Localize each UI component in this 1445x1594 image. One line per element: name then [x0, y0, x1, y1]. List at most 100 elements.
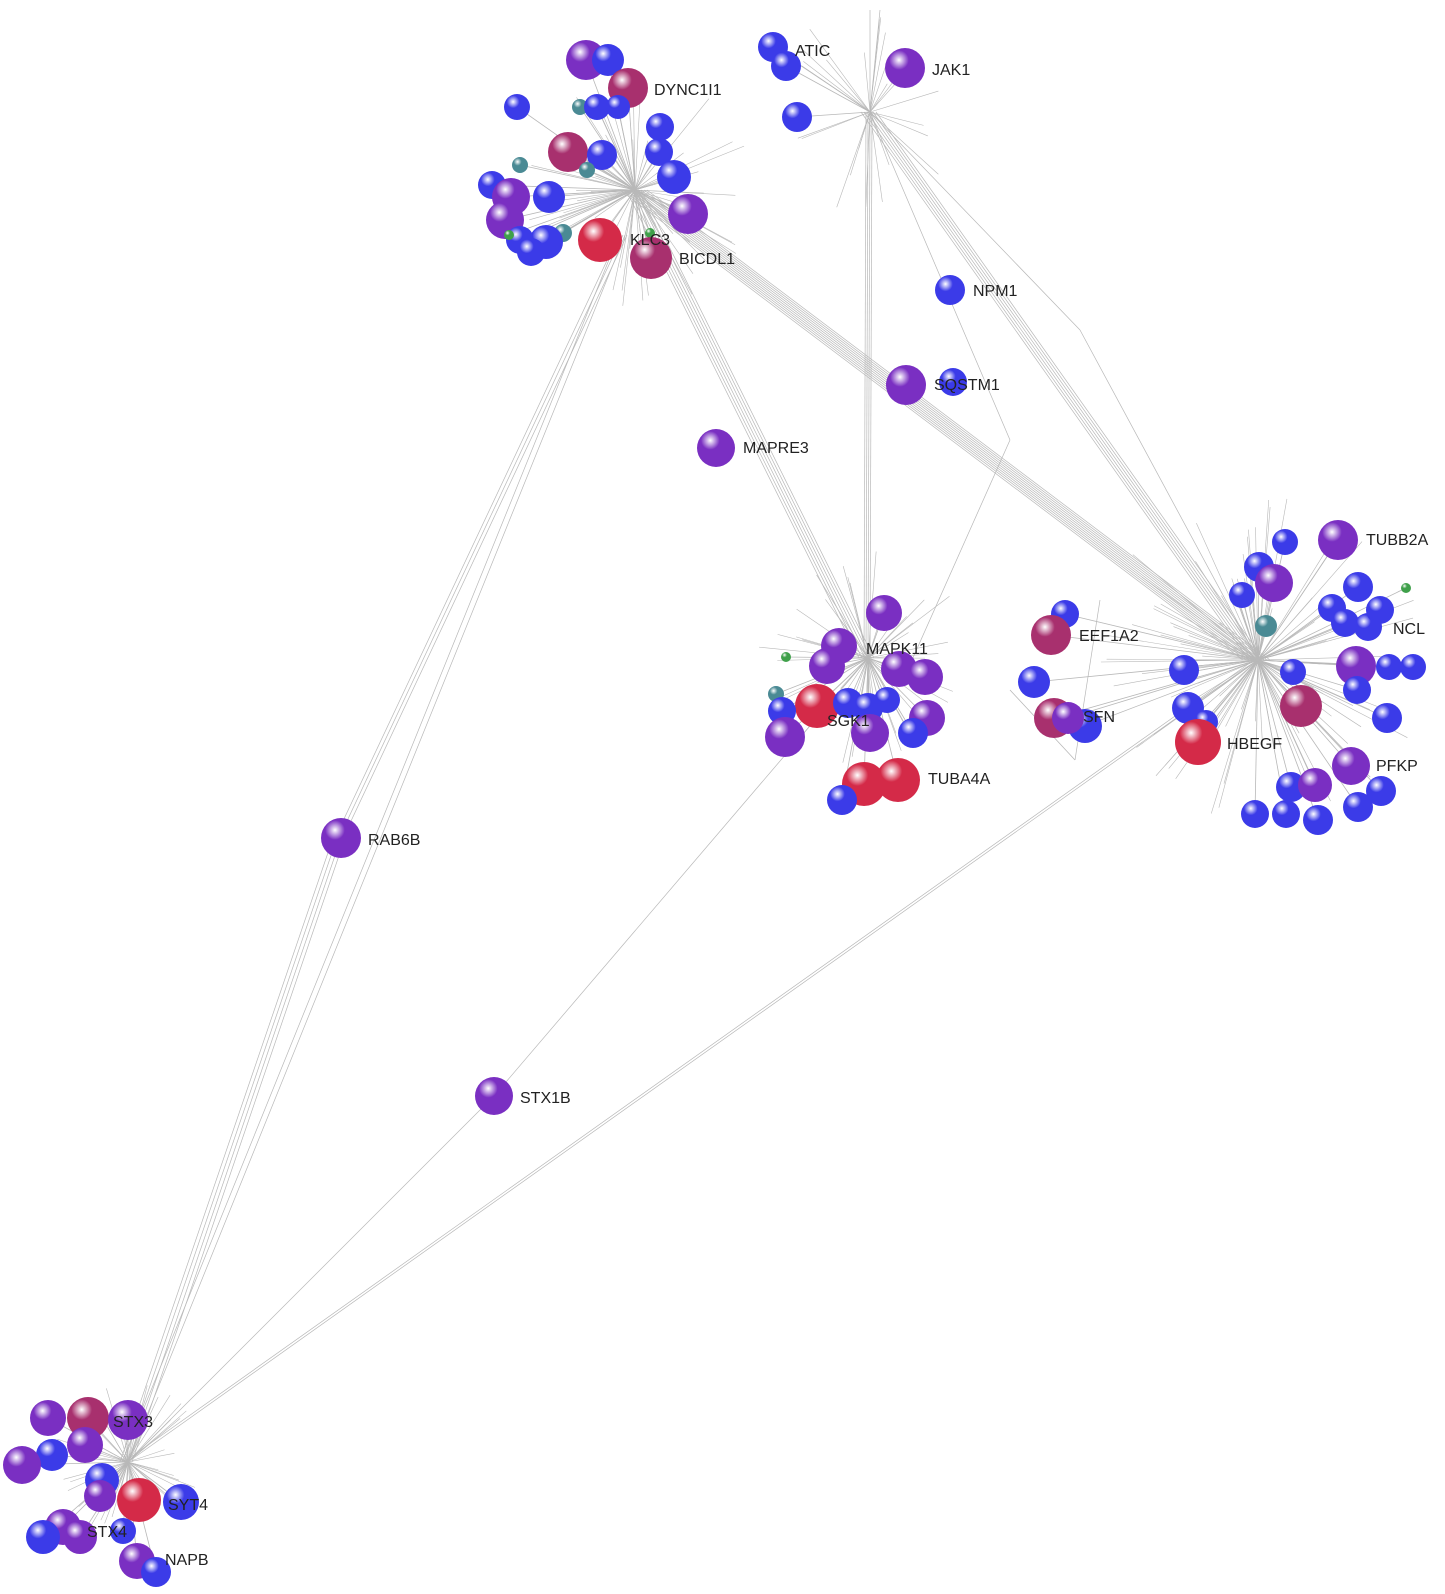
- protein-node[interactable]: [1169, 655, 1199, 685]
- protein-node[interactable]: [765, 717, 805, 757]
- protein-node[interactable]: [782, 102, 812, 132]
- protein-node[interactable]: [1255, 615, 1277, 637]
- spoke-edge: [1257, 659, 1358, 691]
- protein-node[interactable]: [504, 94, 530, 120]
- protein-node[interactable]: [517, 238, 545, 266]
- protein-node[interactable]: [1343, 792, 1373, 822]
- label-mapre3: MAPRE3: [743, 440, 809, 457]
- node-sqstm1[interactable]: [886, 365, 926, 405]
- protein-node[interactable]: [3, 1446, 41, 1484]
- node-mapre3[interactable]: [697, 429, 735, 467]
- label-napb: NAPB: [165, 1552, 209, 1569]
- node-eef1a2[interactable]: [1031, 615, 1071, 655]
- protein-node[interactable]: [781, 652, 791, 662]
- link-edge: [631, 189, 1256, 661]
- protein-node[interactable]: [1229, 582, 1255, 608]
- link-edge: [867, 111, 871, 659]
- node-stx4[interactable]: [110, 1518, 136, 1544]
- node-jak1[interactable]: [885, 48, 925, 88]
- node-stx3[interactable]: [108, 1400, 148, 1440]
- protein-node[interactable]: [1272, 800, 1300, 828]
- protein-node[interactable]: [579, 162, 595, 178]
- protein-node[interactable]: [84, 1480, 116, 1512]
- protein-node[interactable]: [67, 1427, 103, 1463]
- protein-node[interactable]: [771, 51, 801, 81]
- protein-node[interactable]: [645, 138, 673, 166]
- node-stx1b[interactable]: [475, 1077, 513, 1115]
- protein-node[interactable]: [645, 228, 655, 238]
- fan-edge: [1225, 659, 1259, 727]
- protein-node[interactable]: [874, 687, 900, 713]
- protein-node[interactable]: [939, 368, 967, 396]
- protein-node[interactable]: [1255, 564, 1293, 602]
- protein-node[interactable]: [117, 1478, 161, 1522]
- protein-node[interactable]: [1331, 609, 1359, 637]
- protein-node[interactable]: [1303, 805, 1333, 835]
- label-sqstm1: SQSTM1: [934, 377, 1000, 394]
- protein-node[interactable]: [504, 230, 514, 240]
- protein-node[interactable]: [606, 95, 630, 119]
- protein-node[interactable]: [827, 785, 857, 815]
- protein-node[interactable]: [67, 1397, 109, 1439]
- protein-node[interactable]: [1241, 800, 1269, 828]
- label-atic: ATIC: [795, 43, 830, 60]
- node-napb[interactable]: [141, 1557, 171, 1587]
- node-bicdl1[interactable]: [630, 237, 672, 279]
- fan-edge: [803, 61, 871, 113]
- protein-node[interactable]: [30, 1400, 66, 1436]
- node-pfkp[interactable]: [1332, 747, 1370, 785]
- protein-node[interactable]: [668, 194, 708, 234]
- label-jak1: JAK1: [932, 62, 970, 79]
- protein-node[interactable]: [1280, 685, 1322, 727]
- protein-node[interactable]: [898, 718, 928, 748]
- protein-node[interactable]: [592, 44, 624, 76]
- fan-edge: [1257, 597, 1313, 661]
- protein-node[interactable]: [587, 140, 617, 170]
- node-rab6b[interactable]: [321, 818, 361, 858]
- protein-node[interactable]: [1366, 776, 1396, 806]
- protein-node[interactable]: [1400, 654, 1426, 680]
- protein-node[interactable]: [1343, 572, 1373, 602]
- node-npm1[interactable]: [935, 275, 965, 305]
- protein-node[interactable]: [1366, 596, 1394, 624]
- node-tuba4a[interactable]: [876, 758, 920, 802]
- protein-node[interactable]: [36, 1439, 68, 1471]
- protein-node[interactable]: [1272, 529, 1298, 555]
- label-npm1: NPM1: [973, 283, 1018, 300]
- node-syt4[interactable]: [163, 1484, 199, 1520]
- fan-edge: [1257, 621, 1315, 661]
- protein-node[interactable]: [809, 648, 845, 684]
- link-edge: [643, 189, 1268, 661]
- node-klc3[interactable]: [578, 218, 622, 262]
- protein-node[interactable]: [795, 684, 839, 728]
- label-mapk11: MAPK11: [866, 641, 928, 658]
- protein-node[interactable]: [1372, 703, 1402, 733]
- protein-node[interactable]: [1018, 666, 1050, 698]
- protein-node[interactable]: [1401, 583, 1411, 593]
- protein-node[interactable]: [1276, 772, 1306, 802]
- protein-node[interactable]: [572, 99, 588, 115]
- protein-node[interactable]: [533, 181, 565, 213]
- protein-node[interactable]: [851, 714, 889, 752]
- protein-node[interactable]: [1336, 646, 1376, 686]
- protein-node[interactable]: [1298, 768, 1332, 802]
- protein-node[interactable]: [907, 659, 943, 695]
- protein-node[interactable]: [646, 113, 674, 141]
- protein-node[interactable]: [548, 132, 588, 172]
- protein-node[interactable]: [1280, 659, 1306, 685]
- protein-node[interactable]: [584, 94, 610, 120]
- fan-edge: [798, 45, 871, 113]
- protein-node[interactable]: [657, 160, 691, 194]
- protein-node[interactable]: [63, 1520, 97, 1554]
- node-sfn[interactable]: [1052, 702, 1084, 734]
- spoke-edge: [785, 65, 871, 113]
- node-hbegf[interactable]: [1175, 719, 1221, 765]
- protein-node[interactable]: [1343, 676, 1371, 704]
- protein-node[interactable]: [512, 157, 528, 173]
- protein-node[interactable]: [26, 1520, 60, 1554]
- fan-edge: [634, 145, 745, 191]
- protein-node[interactable]: [866, 595, 902, 631]
- protein-node[interactable]: [1376, 654, 1402, 680]
- fan-edge: [869, 111, 939, 175]
- node-tubb2a[interactable]: [1318, 520, 1358, 560]
